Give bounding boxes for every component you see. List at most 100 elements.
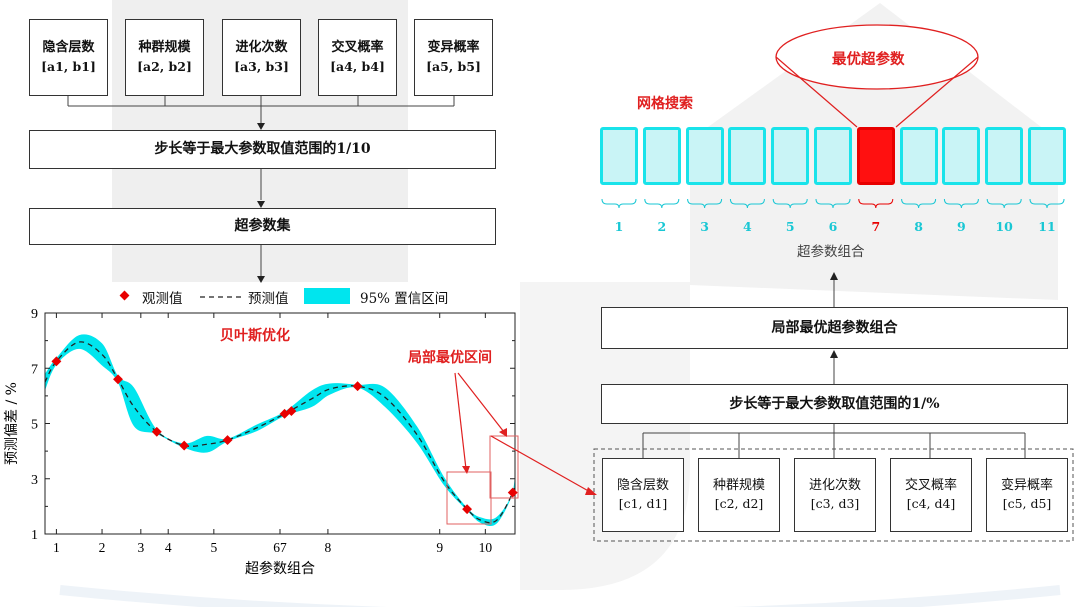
hyperparam-set-label: 超参数集 [234, 218, 291, 235]
grid-index-1: 1 [614, 219, 624, 234]
legend-observed-label: 观测值 [142, 291, 183, 307]
grid-cell-1 [600, 127, 638, 185]
legend-ci-swatch [304, 288, 350, 304]
x-tick-label: 8 [325, 540, 332, 555]
grid-cell-7 [856, 127, 895, 185]
bottom-param-box-5: 变异概率 [c5, d5] [986, 458, 1068, 532]
grid-brace-1 [601, 198, 637, 209]
top-param-range: [a5, b5] [426, 58, 481, 74]
top-param-range: [a1, b1] [41, 58, 96, 74]
observed-point [179, 440, 190, 451]
observed-point [151, 426, 162, 437]
local-best-combo-label: 局部最优超参数组合 [771, 319, 898, 336]
top-param-range: [a3, b3] [234, 58, 289, 74]
step-box-top-label: 步长等于最大参数取值范围的1/10 [154, 141, 371, 158]
top-param-name: 交叉概率 [331, 40, 384, 56]
grid-brace-6 [815, 198, 851, 209]
grid-brace-4 [729, 198, 765, 209]
bottom-param-box-3: 进化次数[c3, d3] [794, 458, 876, 532]
bottom-param-name: 进化次数 [808, 477, 861, 493]
observed-point [113, 374, 123, 385]
grid-cell-11 [1028, 127, 1066, 185]
bottom-param-box-2: 种群规模[c2, d2] [698, 458, 780, 532]
grid-brace-2 [644, 198, 680, 209]
top-param-range: [a2, b2] [137, 58, 192, 74]
grid-brace-9 [943, 198, 979, 209]
top-param-name: 种群规模 [138, 40, 191, 56]
bottom-param-box-4: 交叉概率[c4, d4] [890, 458, 972, 532]
grid-brace-8 [901, 198, 937, 209]
bottom-param-range: [c2, d2] [714, 496, 764, 512]
top-param-name: 进化次数 [235, 40, 288, 56]
y-tick-label: 9 [31, 307, 38, 322]
grid-xlabel: 超参数组合 [797, 244, 865, 260]
y-tick-label: 5 [31, 418, 38, 433]
step-box-bottom: 步长等于最大参数取值范围的1/% [601, 384, 1068, 424]
x-axis-label: 超参数组合 [245, 560, 315, 577]
grid-cell-4 [728, 127, 767, 185]
x-tick-label: 67 [273, 540, 287, 555]
grid-search-label: 网格搜索 [637, 96, 693, 112]
top-param-box-3: 进化次数 [a3, b3] [222, 19, 301, 96]
grid-cell-5 [771, 127, 810, 185]
top-param-box-4: 交叉概率 [a4, b4] [318, 19, 397, 96]
bottom-param-range: [c4, d4] [906, 496, 956, 512]
grid-brace-11 [1029, 198, 1065, 209]
observed-point [352, 381, 363, 392]
grid-index-6: 6 [828, 219, 838, 234]
grid-cell-10 [985, 127, 1024, 185]
bottom-param-box-1: 隐含层数[c1, d1] [602, 458, 684, 532]
grid-index-2: 2 [657, 219, 667, 234]
grid-brace-10 [986, 198, 1022, 209]
grid-index-3: 3 [700, 219, 709, 234]
x-tick-label: 10 [479, 540, 493, 555]
top-param-box-5: 变异概率 [a5, b5] [414, 19, 493, 96]
grid-brace-7 [858, 198, 894, 209]
x-tick-label: 9 [436, 540, 443, 555]
bottom-param-range: [c5, d5] [1002, 496, 1052, 512]
y-tick-label: 7 [31, 362, 38, 377]
top-param-box-1: 隐含层数 [a1, b1] [29, 19, 108, 96]
legend-predicted-label: 预测值 [248, 291, 289, 307]
top-param-box-2: 种群规模 [a2, b2] [125, 19, 204, 96]
legend-ci-label: 95% 置信区间 [360, 291, 449, 307]
top-param-range: [a4, b4] [330, 58, 385, 74]
grid-brace-5 [772, 198, 808, 209]
grid-index-8: 8 [914, 219, 923, 234]
grid-index-4: 4 [743, 219, 752, 234]
grid-cell-6 [814, 127, 852, 185]
local-opt-label: 局部最优区间 [408, 350, 492, 366]
y-tick-label: 1 [31, 528, 38, 543]
grid-cell-8 [899, 127, 938, 185]
grid-index-9: 9 [957, 219, 966, 234]
observed-point [222, 435, 233, 446]
top-params-connector [67, 96, 455, 283]
x-tick-label: 1 [53, 540, 60, 555]
grid-index-7: 7 [871, 219, 881, 234]
grid-cell-9 [942, 127, 981, 185]
grid-cell-3 [685, 127, 724, 185]
step-box-bottom-label: 步长等于最大参数取值范围的1/% [729, 395, 940, 412]
grid-index-5: 5 [785, 219, 795, 234]
x-tick-label: 2 [99, 540, 106, 555]
bottom-param-name: 变异概率 [1000, 477, 1053, 493]
chart-legend: 观测值 预测值 95% 置信区间 [116, 287, 476, 307]
grid-index-11: 11 [1038, 219, 1056, 234]
x-tick-label: 3 [137, 540, 144, 555]
top-param-name: 变异概率 [427, 40, 480, 56]
grid-brace-3 [687, 198, 723, 209]
grid-index-10: 10 [995, 219, 1013, 234]
ci-band [45, 334, 515, 527]
observed-point [462, 504, 473, 515]
legend-predicted-line [200, 296, 242, 298]
top-param-name: 隐含层数 [42, 40, 95, 56]
x-tick-label: 4 [165, 540, 172, 555]
y-tick-label: 3 [31, 473, 38, 488]
grid-cell-2 [642, 127, 681, 185]
predicted-line [45, 341, 515, 524]
